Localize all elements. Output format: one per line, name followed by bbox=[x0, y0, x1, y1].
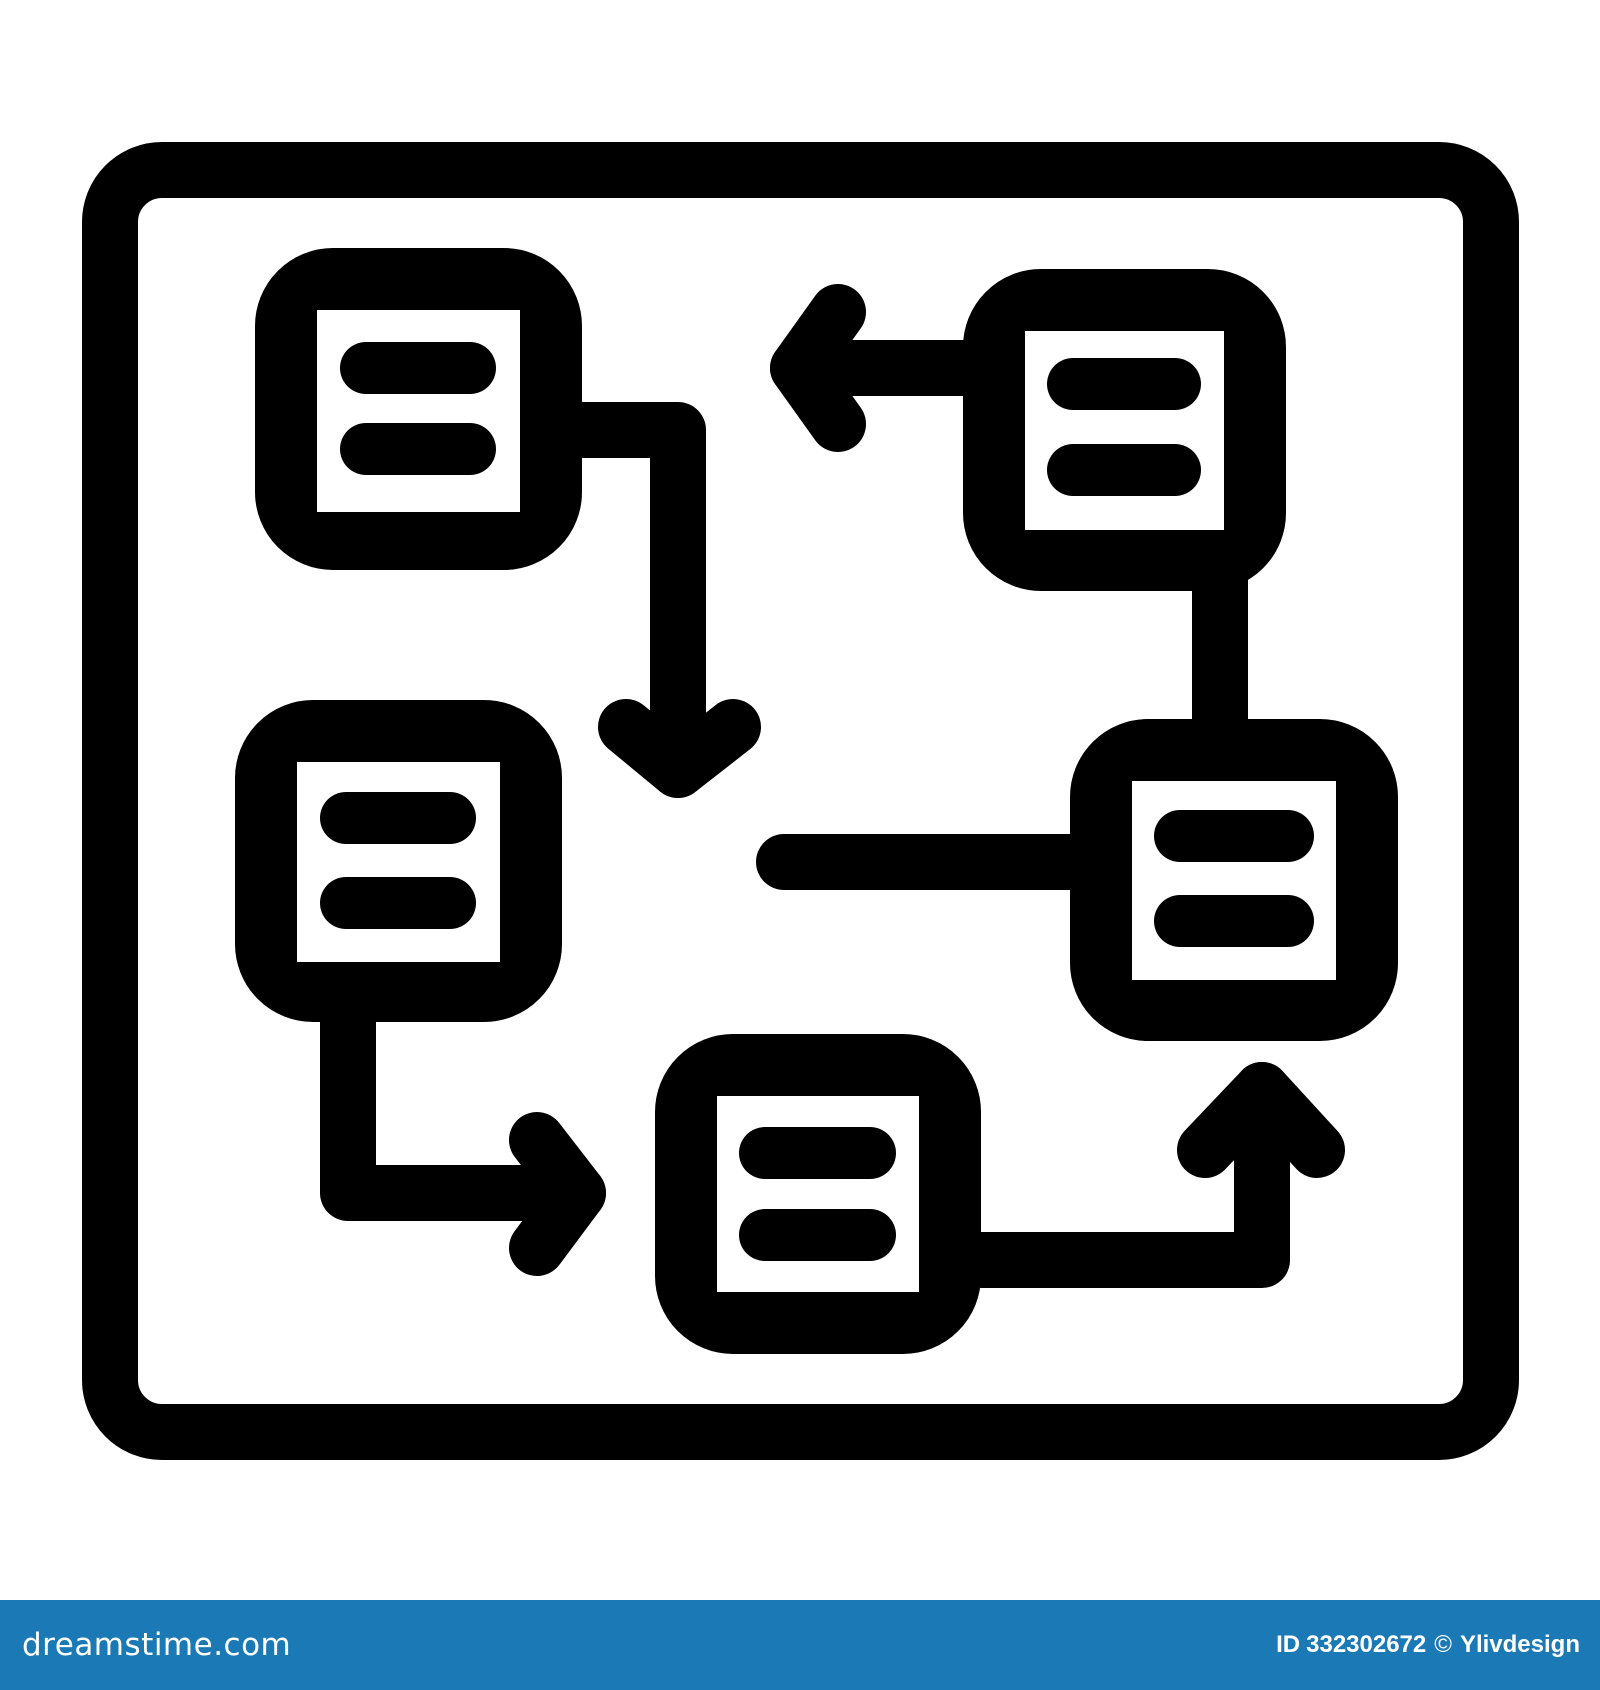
id-label: ID bbox=[1276, 1631, 1301, 1658]
arrow-left-head bbox=[770, 284, 866, 452]
footer-bar: dreamstime.com ID 332302672 © Ylivdesign bbox=[0, 1600, 1600, 1690]
workflow-diagram-svg bbox=[82, 142, 1519, 1460]
id-value: 332302672 bbox=[1306, 1631, 1427, 1658]
node-top-right-panel bbox=[1011, 317, 1238, 544]
connector-top-left bbox=[528, 402, 706, 798]
node-left-panel bbox=[283, 748, 514, 976]
node-right-panel bbox=[1118, 767, 1350, 994]
arrow-down-head bbox=[598, 699, 761, 798]
node-bottom-panel bbox=[703, 1082, 933, 1306]
node-top-left-panel bbox=[303, 296, 534, 526]
connector-left-bottom bbox=[320, 977, 606, 1221]
image-credit: ID 332302672 © Ylivdesign bbox=[1270, 1631, 1580, 1659]
arrow-right-head bbox=[509, 1112, 606, 1276]
arrow-up-head bbox=[1177, 1062, 1345, 1178]
author-name[interactable]: Ylivdesign bbox=[1459, 1631, 1580, 1658]
brand-label[interactable]: dreamstime.com bbox=[22, 1627, 292, 1663]
connector-bottom-right bbox=[954, 1062, 1290, 1288]
copyright-icon: © bbox=[1434, 1631, 1452, 1658]
outer-frame bbox=[82, 142, 1519, 1460]
workflow-diagram-icon bbox=[82, 142, 1519, 1460]
